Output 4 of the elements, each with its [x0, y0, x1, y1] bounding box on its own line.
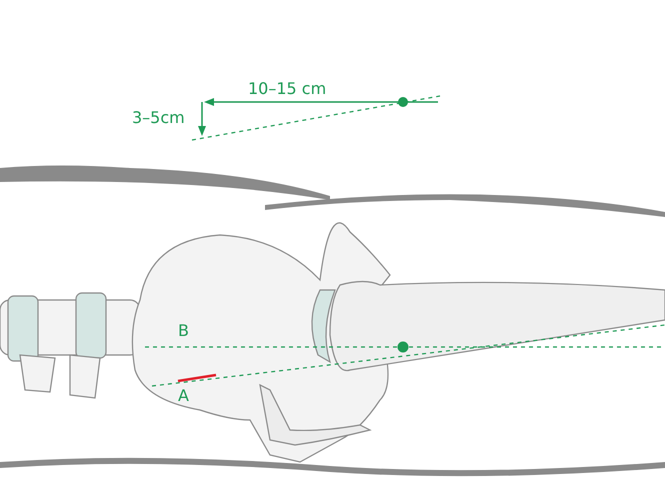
dimension-label: 10–15 cm — [248, 81, 326, 97]
point-label: B — [178, 323, 189, 339]
point-label: A — [178, 388, 189, 404]
dimension-label: 3–5cm — [132, 110, 185, 126]
